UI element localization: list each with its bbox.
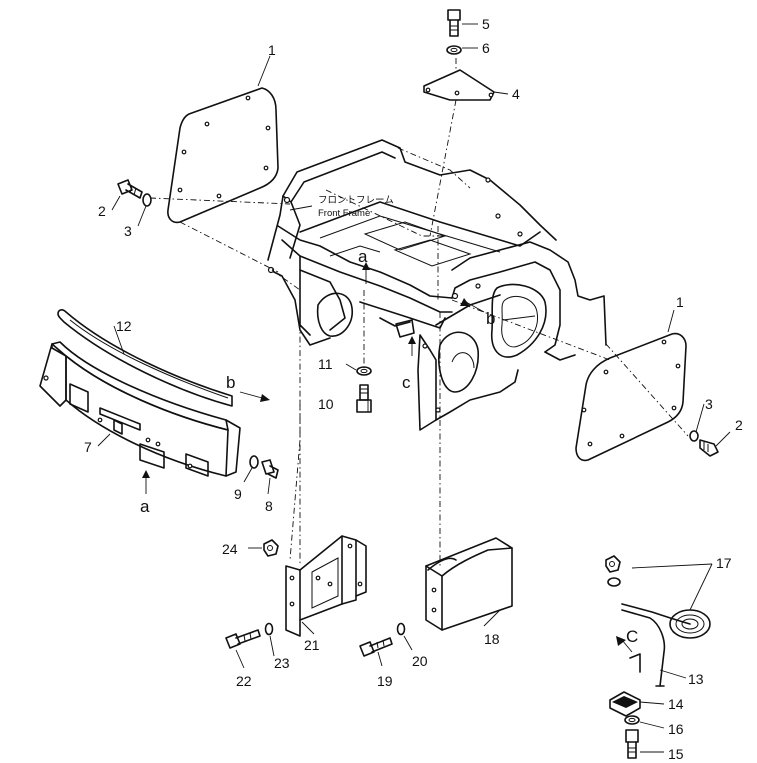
- callout-1-right: 1: [676, 294, 684, 310]
- bolt-washer-left: [117, 179, 152, 207]
- bolt-washer-right: [689, 430, 719, 457]
- callout-2-right: 2: [735, 417, 743, 433]
- trim-strip: [57, 309, 233, 407]
- callout-5: 5: [482, 16, 490, 32]
- ref-letter-c-cable: C: [626, 627, 638, 646]
- callout-3-right: 3: [705, 396, 713, 412]
- top-plate-assembly: [423, 9, 495, 101]
- callout-4: 4: [512, 86, 520, 102]
- callout-23: 23: [274, 655, 290, 671]
- callout-8: 8: [265, 498, 273, 514]
- reference-arrows: [142, 262, 633, 653]
- callout-3-left: 3: [124, 223, 132, 239]
- callout-2-left: 2: [98, 203, 106, 219]
- front-frame-label-jp: フロントフレーム: [318, 195, 394, 206]
- mount-bracket: [263, 535, 367, 637]
- ref-letter-c-frame: c: [402, 373, 411, 392]
- assembly-lines: [149, 58, 689, 566]
- leader-lines: [97, 23, 731, 753]
- callout-18: 18: [484, 631, 500, 647]
- lower-guard: [425, 537, 513, 631]
- side-cover-right: [575, 332, 687, 462]
- callout-7: 7: [84, 439, 92, 455]
- callout-24: 24: [222, 541, 238, 557]
- reference-letters: a a b b c C: [140, 247, 638, 646]
- callout-16: 16: [668, 721, 684, 737]
- callout-22: 22: [236, 673, 252, 689]
- callout-14: 14: [668, 696, 684, 712]
- callout-15: 15: [668, 746, 684, 762]
- frame-bolt: [356, 366, 372, 413]
- front-frame: [267, 139, 607, 431]
- front-frame-label: フロントフレーム Front Frame: [318, 195, 394, 219]
- callout-6: 6: [482, 40, 490, 56]
- side-cover-left: [167, 87, 279, 224]
- callout-21: 21: [304, 637, 320, 653]
- ref-letter-b-frame: b: [486, 309, 495, 328]
- callout-9: 9: [234, 486, 242, 502]
- part-callouts: 1 1 2 2 3 3 4 5 6 7 8 9 10 11 12 13 14 1…: [84, 16, 743, 762]
- ref-letter-a-frame: a: [358, 247, 368, 266]
- bracket-bolt-left: [225, 622, 274, 649]
- callout-12: 12: [116, 318, 132, 334]
- callout-13: 13: [688, 671, 704, 687]
- bracket-bolt-right: [359, 622, 406, 657]
- front-frame-label-en: Front Frame: [318, 208, 370, 219]
- cover-fasteners: [249, 455, 279, 479]
- callout-1-left: 1: [268, 42, 276, 58]
- ref-letter-a-cover: a: [140, 497, 150, 516]
- ref-letter-b-cover: b: [226, 373, 235, 392]
- cable-assembly: [605, 555, 711, 759]
- callout-20: 20: [412, 653, 428, 669]
- callout-17: 17: [716, 555, 732, 571]
- callout-11: 11: [318, 356, 333, 372]
- callout-10: 10: [318, 396, 334, 412]
- front-cover: [39, 341, 241, 477]
- callout-19: 19: [377, 673, 393, 689]
